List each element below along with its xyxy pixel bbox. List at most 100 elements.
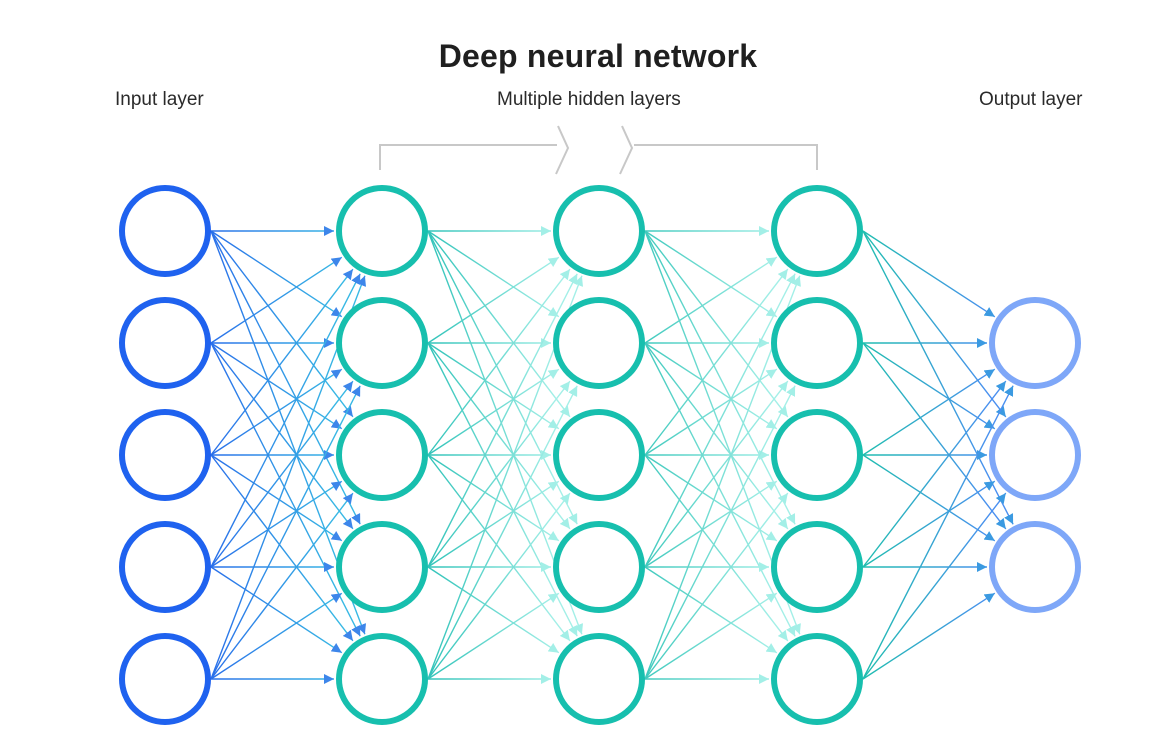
neuron-output: [989, 409, 1081, 501]
connection-hidden-hidden: [427, 454, 571, 642]
connection-input-hidden: [210, 454, 343, 542]
bracket-segment: [634, 144, 818, 170]
neuron-output: [989, 297, 1081, 389]
connection-hidden-hidden: [427, 480, 560, 568]
connection-hidden-output: [862, 385, 1014, 680]
connection-input-hidden: [210, 342, 361, 637]
connection-hidden-hidden: [644, 368, 778, 456]
neuron-output: [989, 521, 1081, 613]
neuron-input: [119, 409, 211, 501]
connection-hidden-output: [862, 342, 1007, 530]
neuron-hidden-3: [771, 185, 863, 277]
connection-hidden-hidden: [427, 385, 578, 680]
connection-hidden-hidden: [644, 273, 796, 568]
connection-hidden-hidden: [644, 454, 789, 642]
connection-hidden-hidden: [644, 230, 789, 418]
connection-hidden-output: [862, 230, 996, 318]
neuron-hidden-2: [553, 633, 645, 725]
connection-hidden-hidden: [644, 492, 789, 680]
connection-hidden-hidden: [644, 480, 778, 568]
diagram-title: Deep neural network: [438, 38, 758, 74]
neuron-hidden-1: [336, 521, 428, 613]
connection-hidden-hidden: [427, 230, 578, 525]
neuron-input: [119, 633, 211, 725]
connection-input-hidden: [210, 230, 354, 418]
connection-hidden-hidden: [427, 342, 560, 430]
output-layer-label: Output layer: [979, 89, 1083, 110]
neuron-hidden-3: [771, 297, 863, 389]
connection-hidden-hidden: [644, 230, 778, 318]
connection-hidden-hidden: [427, 342, 578, 637]
connection-hidden-hidden: [644, 268, 789, 456]
bracket-segment: [379, 144, 557, 170]
connection-input-hidden: [210, 368, 343, 456]
neuron-hidden-1: [336, 185, 428, 277]
connection-hidden-output: [862, 230, 1014, 525]
connection-input-hidden: [210, 380, 354, 568]
connection-hidden-hidden: [644, 256, 778, 344]
neuron-hidden-2: [553, 409, 645, 501]
connection-hidden-hidden: [644, 342, 789, 530]
connection-hidden-output: [862, 368, 996, 456]
neurons: [119, 185, 1081, 725]
connection-input-hidden: [210, 454, 354, 642]
connection-hidden-hidden: [644, 385, 796, 680]
connection-hidden-output: [862, 592, 996, 680]
connection-hidden-hidden: [644, 342, 796, 637]
neuron-hidden-2: [553, 185, 645, 277]
connection-hidden-hidden: [427, 368, 560, 456]
connection-hidden-hidden: [427, 256, 560, 344]
neuron-input: [119, 297, 211, 389]
connection-input-hidden: [210, 230, 361, 525]
connection-hidden-hidden: [644, 454, 778, 542]
neuron-input: [119, 521, 211, 613]
connection-input-hidden: [210, 256, 343, 344]
connection-hidden-hidden: [427, 380, 571, 568]
connection-hidden-hidden: [427, 566, 560, 654]
connection-hidden-output: [862, 380, 1007, 568]
connection-hidden-hidden: [644, 342, 778, 430]
neuron-hidden-2: [553, 521, 645, 613]
connection-hidden-hidden: [427, 492, 571, 680]
connection-hidden-hidden: [427, 454, 560, 542]
connection-hidden-output: [862, 342, 996, 430]
neuron-hidden-2: [553, 297, 645, 389]
connection-input-hidden: [210, 385, 361, 680]
neuron-hidden-3: [771, 521, 863, 613]
connection-input-hidden: [210, 480, 343, 568]
hidden-layers-bracket: [379, 125, 818, 175]
connection-input-hidden: [210, 230, 343, 318]
bracket-segment: [619, 125, 634, 175]
connection-input-hidden: [210, 592, 343, 680]
connection-hidden-hidden: [427, 592, 560, 680]
connection-hidden-hidden: [427, 230, 571, 418]
connection-hidden-output: [862, 480, 996, 568]
neuron-hidden-3: [771, 633, 863, 725]
input-layer-label: Input layer: [115, 89, 204, 110]
neuron-input: [119, 185, 211, 277]
connection-input-hidden: [210, 273, 361, 568]
bracket-segment: [555, 125, 570, 175]
connection-hidden-hidden: [427, 342, 571, 530]
neuron-hidden-1: [336, 409, 428, 501]
connection-input-hidden: [210, 566, 343, 654]
neuron-hidden-1: [336, 633, 428, 725]
connection-hidden-hidden: [427, 273, 578, 568]
neuron-hidden-1: [336, 297, 428, 389]
connection-hidden-hidden: [427, 268, 571, 456]
neuron-hidden-3: [771, 409, 863, 501]
connection-hidden-hidden: [644, 380, 789, 568]
connection-hidden-output: [862, 230, 1007, 418]
connection-hidden-hidden: [427, 230, 560, 318]
connection-input-hidden: [210, 268, 354, 456]
connection-hidden-hidden: [644, 230, 796, 525]
connection-input-hidden: [210, 342, 343, 430]
hidden-layers-label: Multiple hidden layers: [497, 89, 681, 110]
connection-hidden-hidden: [644, 592, 778, 680]
connection-hidden-output: [862, 492, 1007, 680]
connection-input-hidden: [210, 492, 354, 680]
connection-input-hidden: [210, 342, 354, 530]
connection-hidden-hidden: [644, 566, 778, 654]
connection-hidden-output: [862, 454, 996, 542]
